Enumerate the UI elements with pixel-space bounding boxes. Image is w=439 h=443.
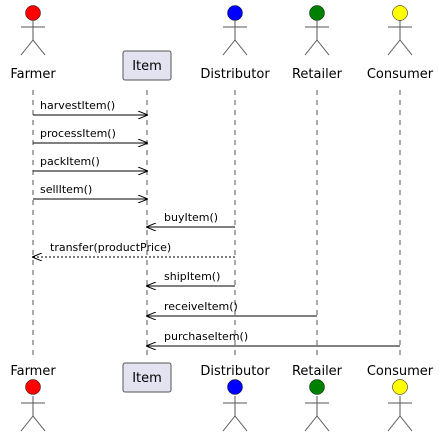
participant-label: Consumer bbox=[367, 364, 434, 379]
message-2: processItem() bbox=[33, 127, 147, 143]
message-7: shipItem() bbox=[147, 270, 235, 286]
actor-icon bbox=[387, 5, 413, 56]
participant-retailer-top: Retailer bbox=[292, 5, 343, 82]
message-4: sellItem() bbox=[33, 183, 147, 199]
actor-icon bbox=[20, 379, 46, 432]
participant-consumer-top: Consumer bbox=[367, 5, 434, 82]
message-8: receiveItem() bbox=[147, 300, 317, 316]
participant-item-top: Item bbox=[122, 50, 172, 81]
participant-distributor-top: Distributor bbox=[200, 5, 270, 82]
message-5: buyItem() bbox=[147, 211, 235, 227]
message-9: purchaseItem() bbox=[147, 330, 400, 346]
actor-icon bbox=[222, 5, 248, 56]
message-label: packItem() bbox=[40, 155, 100, 168]
participant-label: Item bbox=[132, 59, 162, 74]
message-label: shipItem() bbox=[164, 270, 220, 283]
participant-label: Distributor bbox=[200, 364, 270, 379]
message-label: buyItem() bbox=[164, 211, 218, 224]
participant-label: Distributor bbox=[200, 67, 270, 82]
message-label: transfer(productPrice) bbox=[50, 241, 171, 254]
message-1: harvestItem() bbox=[33, 99, 147, 115]
message-label: purchaseItem() bbox=[164, 330, 248, 343]
message-label: processItem() bbox=[40, 127, 116, 140]
message-label: receiveItem() bbox=[164, 300, 238, 313]
participant-label: Retailer bbox=[292, 67, 343, 82]
participant-farmer-bottom: Farmer bbox=[10, 364, 56, 432]
participant-label: Farmer bbox=[10, 364, 56, 379]
participant-label: Farmer bbox=[10, 67, 56, 82]
participant-farmer-top: Farmer bbox=[10, 5, 56, 82]
participant-label: Retailer bbox=[292, 364, 343, 379]
participant-retailer-bottom: Retailer bbox=[292, 364, 343, 432]
participant-box bbox=[122, 50, 172, 81]
actor-icon bbox=[304, 379, 330, 432]
actor-icon bbox=[20, 5, 46, 56]
actor-icon bbox=[387, 379, 413, 432]
participant-item-bottom: Item bbox=[122, 362, 172, 393]
participant-label: Consumer bbox=[367, 67, 434, 82]
message-3: packItem() bbox=[33, 155, 147, 171]
message-label: sellItem() bbox=[40, 183, 92, 196]
actor-icon bbox=[222, 379, 248, 432]
message-label: harvestItem() bbox=[40, 99, 115, 112]
message-6: transfer(productPrice) bbox=[33, 241, 235, 257]
participant-label: Item bbox=[132, 371, 162, 386]
actor-icon bbox=[304, 5, 330, 56]
participant-box bbox=[122, 362, 172, 393]
participant-distributor-bottom: Distributor bbox=[200, 364, 270, 432]
participant-consumer-bottom: Consumer bbox=[367, 364, 434, 432]
